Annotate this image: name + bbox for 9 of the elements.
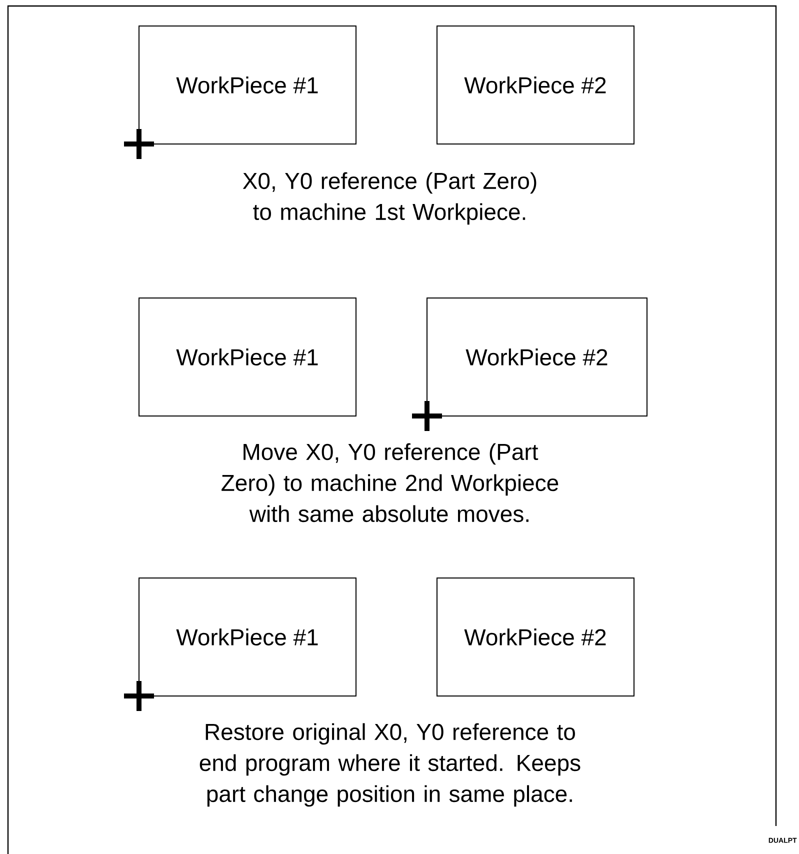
caption-text: Move X0, Y0 reference (Part Zero) to machine 2nd Workpiece with same absolute moves. xyxy=(222,443,558,522)
workpiece-box: WorkPiece #2 xyxy=(426,298,648,416)
workpiece-box: WorkPiece #1 xyxy=(138,26,356,144)
workpiece-box: WorkPiece #2 xyxy=(436,578,634,696)
workpiece-box: WorkPiece #1 xyxy=(138,298,356,416)
caption-text: Restore original X0, Y0 reference to end program where it started. Keeps part change position in same place. xyxy=(200,723,580,807)
workpiece-box: WorkPiece #1 xyxy=(138,578,356,696)
workpiece-box: WorkPiece #2 xyxy=(436,26,634,144)
caption-text: X0, Y0 reference (Part Zero) to machine 1st Workpiece. xyxy=(242,172,536,225)
